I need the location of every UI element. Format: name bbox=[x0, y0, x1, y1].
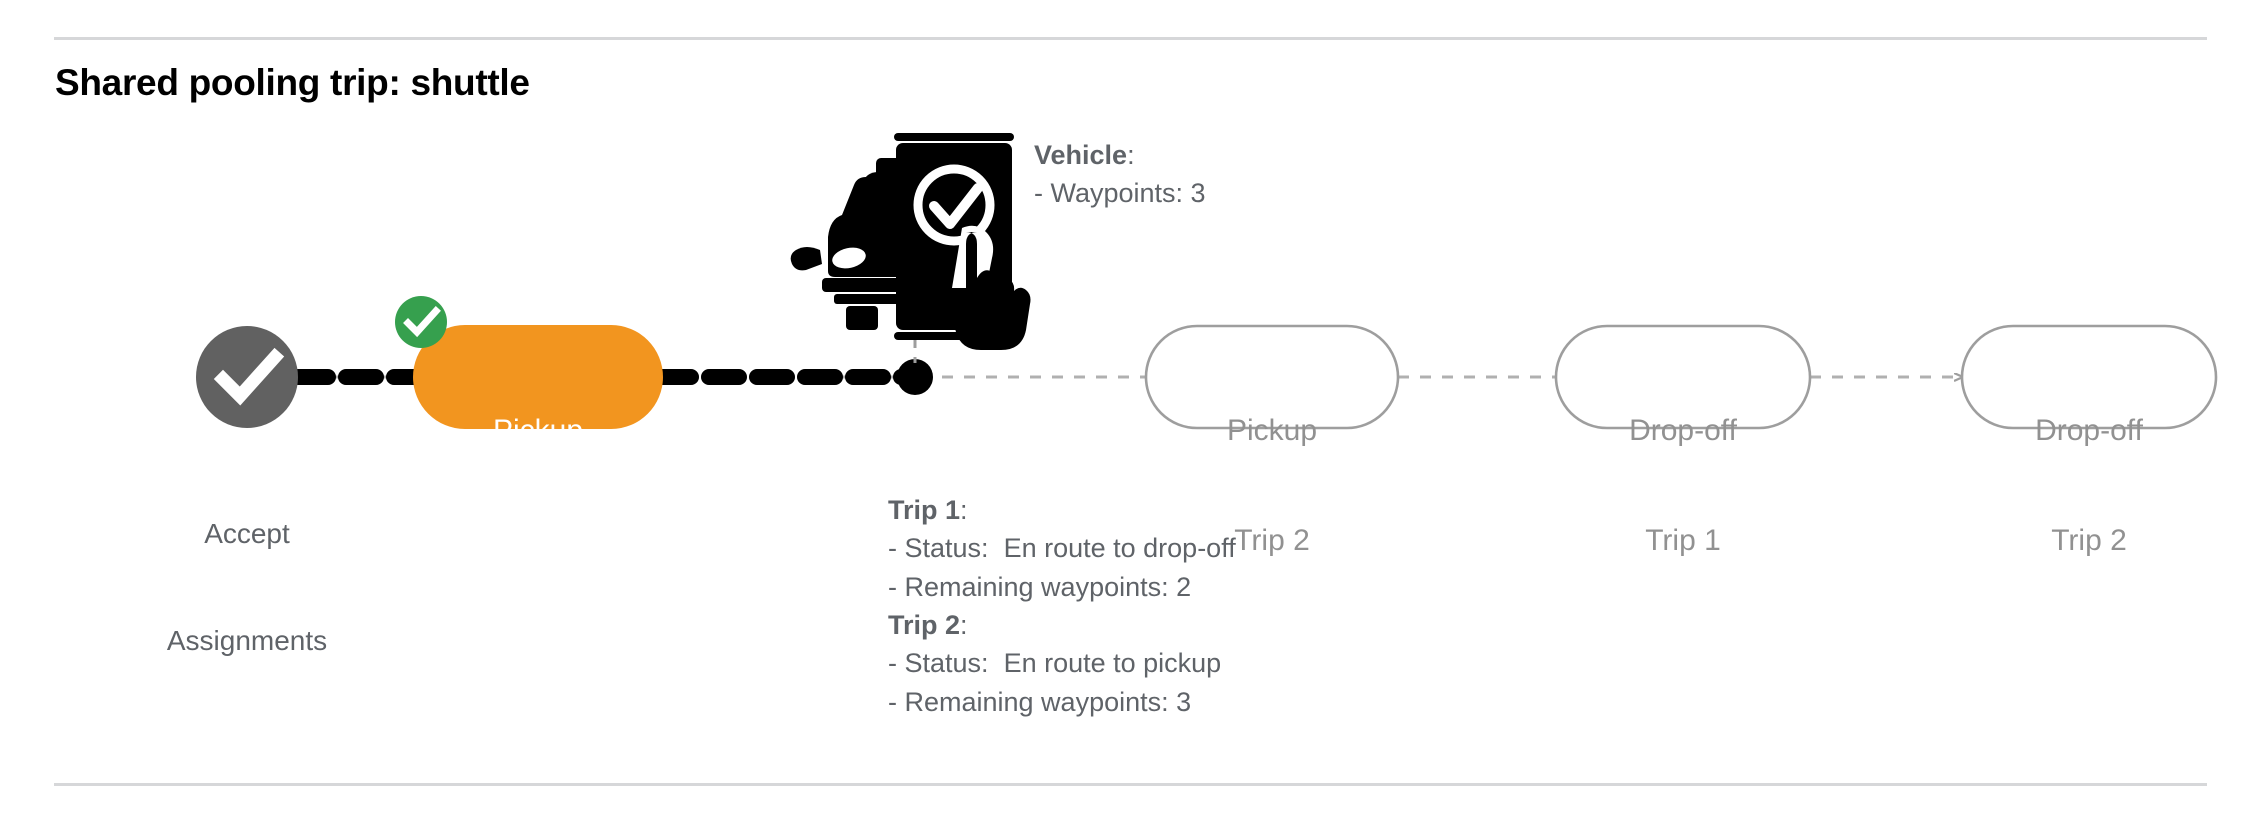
node-pickup-trip-1[interactable] bbox=[413, 325, 663, 429]
vehicle-info-heading: Vehicle bbox=[1034, 140, 1128, 170]
badge-check-glyph bbox=[403, 306, 441, 338]
pickup-trip-1-pill bbox=[413, 325, 663, 429]
page-title: Shared pooling trip: shuttle bbox=[55, 62, 530, 103]
trip2-heading: Trip 2 bbox=[888, 609, 961, 640]
vehicle-tap-phone-icon bbox=[790, 133, 1031, 350]
completed-badge bbox=[395, 296, 447, 348]
vehicle-info-heading-suffix: : bbox=[1127, 140, 1135, 170]
check-mark-glyph bbox=[213, 347, 285, 406]
trip1-heading-suffix: : bbox=[960, 495, 968, 525]
trip1-status-row: - Status: En route to drop-off bbox=[888, 529, 1236, 567]
dropoff-trip-1-pill[interactable] bbox=[1554, 324, 1812, 430]
trip2-heading-row: Trip 2: bbox=[888, 606, 1236, 644]
node-accept-assignments[interactable] bbox=[196, 326, 298, 428]
accept-assignments-line2: Assignments bbox=[166, 625, 328, 657]
trip1-waypoints: - Remaining waypoints: 2 bbox=[888, 571, 1192, 602]
trip2-status-label: - Status: bbox=[888, 648, 989, 679]
bottom-divider bbox=[54, 783, 2207, 786]
vehicle-info-block: Vehicle: - Waypoints: 3 bbox=[1034, 136, 1206, 213]
trip-info-block: Trip 1: - Status: En route to drop-off -… bbox=[888, 491, 1236, 721]
trip2-heading-suffix: : bbox=[960, 609, 968, 640]
trip2-status-value: En route to pickup bbox=[1003, 648, 1222, 679]
trip1-heading: Trip 1 bbox=[888, 495, 961, 525]
check-badge-icon bbox=[395, 296, 447, 348]
trip2-status-row: - Status: En route to pickup bbox=[888, 644, 1236, 682]
dropoff-trip-2-pill[interactable] bbox=[1960, 324, 2218, 430]
top-divider bbox=[54, 37, 2207, 40]
vehicle-info-heading-row: Vehicle: bbox=[1034, 136, 1206, 174]
accept-assignments-caption: Accept Assignments bbox=[127, 444, 367, 731]
trip2-waypoints: - Remaining waypoints: 3 bbox=[888, 686, 1192, 717]
pickup-trip-2-pill[interactable] bbox=[1144, 324, 1400, 430]
trip1-status-value: En route to drop-off bbox=[1003, 533, 1236, 564]
trip1-heading-row: Trip 1: bbox=[888, 491, 1236, 529]
vehicle-info-waypoints: - Waypoints: 3 bbox=[1034, 178, 1206, 209]
check-circle-icon bbox=[196, 326, 298, 428]
trip1-status-label: - Status: bbox=[888, 533, 989, 564]
vehicle-position-dot bbox=[897, 359, 933, 395]
accept-assignments-line1: Accept bbox=[204, 517, 290, 549]
